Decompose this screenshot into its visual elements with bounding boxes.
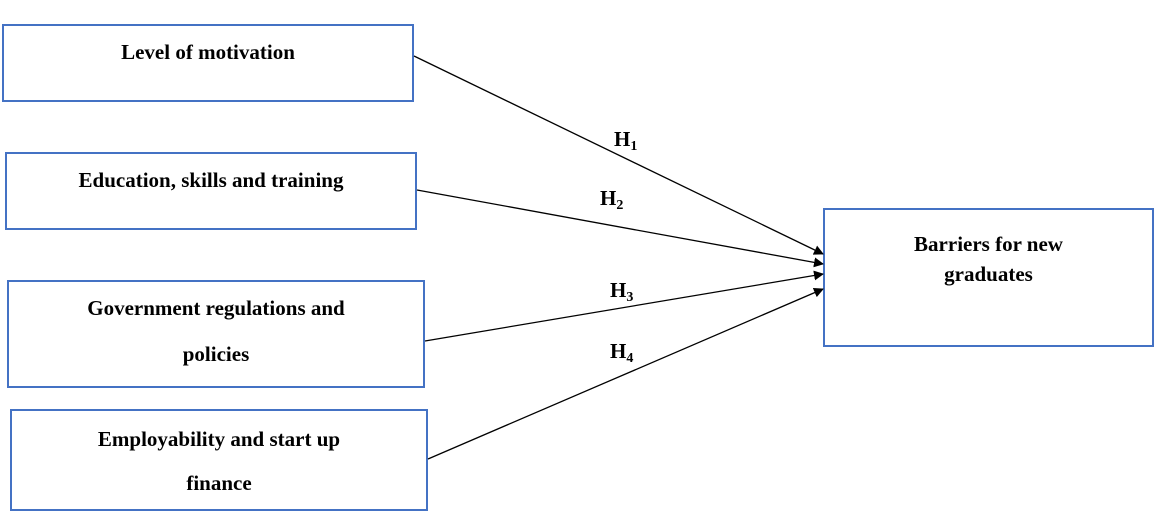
box-government-regulations: Government regulations and policies: [7, 280, 425, 388]
box-label: Level of motivation: [121, 40, 295, 64]
box-label-line1: Barriers for new: [914, 232, 1063, 256]
hypothesis-label-h1: H1: [614, 127, 637, 154]
arrow-h1: [413, 55, 824, 255]
box-label-line1: Employability and start up: [97, 427, 341, 451]
box-level-of-motivation: Level of motivation: [2, 24, 414, 102]
box-label-line2: policies: [182, 342, 250, 366]
box-label-line1: Government regulations and: [87, 296, 345, 320]
hypothesis-label-h2: H2: [600, 186, 623, 213]
box-education-skills-training: Education, skills and training: [5, 152, 417, 230]
arrow-h4: [427, 287, 824, 460]
arrow-h2: [416, 189, 824, 268]
box-label: Education, skills and training: [78, 168, 344, 192]
arrow-h3: [424, 270, 824, 342]
hypothesis-label-h3: H3: [610, 278, 633, 305]
box-barriers-for-new-graduates: Barriers for new graduates: [823, 208, 1154, 347]
box-employability-finance: Employability and start up finance: [10, 409, 428, 511]
hypothesis-label-h4: H4: [610, 339, 633, 366]
box-label-line2: finance: [186, 471, 252, 495]
box-label-line2: graduates: [944, 262, 1033, 286]
